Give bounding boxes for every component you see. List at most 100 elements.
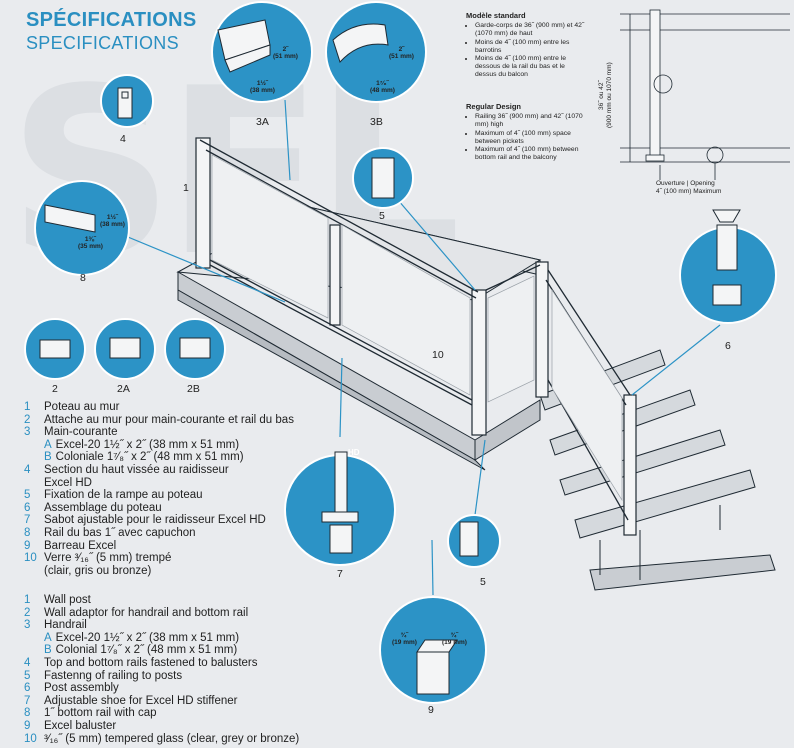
legend-en-text: Handrail: [44, 619, 87, 632]
standard-design-fr: Modèle standard Garde-corps de 36˝ (900 …: [466, 11, 586, 80]
legend-en-text: Fastenng of railing to posts: [44, 669, 183, 682]
standard-en-item: Maximum of 4˝ (100 mm) between bottom ra…: [475, 146, 586, 162]
legend-fr-text: Assemblage du poteau: [44, 501, 162, 514]
legend-en-num: 7: [24, 694, 31, 707]
opening-label: Ouverture | Opening 4˝ (100 mm) Maximum: [656, 180, 721, 196]
bottom-rail-8-icon: [44, 204, 96, 233]
standard-en-item: Maximum of 4˝ (100 mm) space between pic…: [475, 130, 586, 146]
standard-en-heading: Regular Design: [466, 102, 522, 111]
legend-en-sub-letter: A: [44, 631, 52, 644]
standard-design-en: Regular Design Railing 36˝ (900 mm) and …: [466, 102, 586, 162]
legend-en-text: Adjustable shoe for Excel HD stiffener: [44, 694, 238, 707]
dim-3b-width: 1⁷⁄₈˝ (48 mm): [370, 80, 395, 94]
legend-fr-text-cont: (clair, gris ou bronze): [44, 564, 152, 577]
legend-fr-num: 3: [24, 426, 31, 439]
legend-fr-text: Rail du bas 1˝ avec capuchon: [44, 526, 196, 539]
legend-en-num: 1: [24, 594, 31, 606]
standard-fr-item: Moins de 4˝ (100 mm) entre les barrotins: [475, 39, 586, 55]
callout-label-2a: 2A: [117, 383, 130, 395]
legend-fr-text: Sabot ajustable pour le raidisseur Excel…: [44, 514, 266, 527]
callout-label-2b: 2B: [187, 383, 200, 395]
wall-post-4-icon: [117, 87, 133, 119]
height-label-2: (900 mm ou 1070 mm): [606, 62, 613, 128]
page-title-en: SPECIFICATIONS: [26, 33, 179, 53]
part-label-10: 10: [432, 349, 444, 361]
legend-en-sub-text: Colonial 1⁷⁄₈˝ x 2˝ (48 mm x 51 mm): [55, 644, 238, 657]
legend-fr-num: 7: [24, 514, 31, 527]
standard-fr-item: Moins de 4˝ (100 mm) entre le dessous de…: [475, 55, 586, 80]
legend-en-num: 10: [24, 732, 37, 745]
callout-label-6: 6: [725, 340, 731, 352]
callout-label-4: 4: [120, 133, 126, 145]
height-dimension-label: 36˝ ou 42˝ (900 mm ou 1070 mm): [598, 62, 614, 128]
legend-en-sub-letter: B: [44, 644, 52, 657]
glass-panels: [211, 154, 623, 502]
dim-3b-height: 2˝ (51 mm): [389, 46, 414, 60]
legend-en-num: 6: [24, 682, 31, 695]
standard-en-item: Railing 36˝ (900 mm) and 42˝ (1070 mm) h…: [475, 113, 586, 129]
legend-fr-num: 1: [24, 401, 31, 413]
part-label-1: 1: [183, 182, 189, 194]
legend-fr-num: 2: [24, 413, 31, 426]
callout-label-2: 2: [52, 383, 58, 395]
legend-en-num: 8: [24, 707, 31, 720]
standard-fr-item: Garde-corps de 36˝ (900 mm) et 42˝ (1070…: [475, 22, 586, 38]
legend-fr-text: Main-courante: [44, 426, 118, 439]
legend-fr-num: 10: [24, 552, 37, 565]
legend-en-num: 3: [24, 619, 31, 632]
legend-fr-text: Fixation de la rampe au poteau: [44, 489, 203, 502]
legend-en-text: Wall post: [44, 594, 91, 606]
fastening-5a-icon: [371, 157, 395, 199]
dim-8-a: 1½˝ (38 mm): [100, 214, 125, 228]
handrail-3a-profile-icon: [217, 19, 271, 73]
legend-en-num: 4: [24, 656, 31, 669]
legend-fr-sub-text: Excel-20 1½˝ x 2˝ (38 mm x 51 mm): [55, 438, 240, 451]
legend-en-text: 1˝ bottom rail with cap: [44, 707, 157, 720]
legend-en-sub-text: Excel-20 1½˝ x 2˝ (38 mm x 51 mm): [55, 631, 240, 644]
callout-label-9: 9: [428, 704, 434, 716]
adjustable-shoe-7-icon: [321, 451, 359, 554]
legend-fr-text: Attache au mur pour main-courante et rai…: [44, 413, 294, 426]
legend-fr-num: 8: [24, 526, 31, 539]
legend-fr-text: Verre ³⁄₁₆˝ (5 mm) trempé: [44, 552, 172, 565]
callout-label-3b: 3B: [370, 116, 383, 128]
legend-en-text: Excel baluster: [44, 719, 117, 732]
wall-adaptor-2a-icon: [109, 337, 141, 359]
legend-en-text: Post assembly: [44, 682, 119, 695]
legend-fr-num: 6: [24, 501, 31, 514]
legend-fr-num: 5: [24, 489, 31, 502]
opening-label-1: Ouverture | Opening: [656, 180, 715, 187]
legend-fr-text: Barreau Excel: [44, 539, 117, 552]
dim-3a-height: 2˝ (51 mm): [273, 46, 298, 60]
legend-en-num: 9: [24, 719, 31, 732]
legend-en-num: 2: [24, 606, 31, 619]
legend-fr-sub-text: Coloniale 1⁷⁄₈˝ x 2˝ (48 mm x 51 mm): [55, 451, 244, 464]
legend-french: 1 Poteau au mur 2 Attache au mur pour main…: [24, 401, 294, 577]
opening-label-2: 4˝ (100 mm) Maximum: [656, 188, 722, 195]
standard-fr-heading: Modèle standard: [466, 11, 526, 20]
legend-en-text: ³⁄₁₆˝ (5 mm) tempered glass (clear, grey…: [44, 732, 300, 745]
legend-fr-sub-letter: B: [44, 451, 52, 464]
callout-circles: [24, 1, 777, 704]
legend-fr-num: 9: [24, 539, 31, 552]
callout-label-7: 7: [337, 568, 343, 580]
legend-fr-text: Poteau au mur: [44, 401, 120, 413]
fastening-5b-icon: [459, 521, 479, 557]
callout-label-5a: 5: [379, 210, 385, 222]
legend-fr-text: Section du haut vissée au raidisseur: [44, 463, 229, 476]
post-assembly-6-icon: [712, 209, 742, 306]
dim-3a-width: 1½˝ (38 mm): [250, 80, 275, 94]
legend-en-text: Top and bottom rails fastened to baluste…: [44, 656, 258, 669]
legend-en-num: 5: [24, 669, 31, 682]
page-title-fr: SPÉCIFICATIONS: [26, 9, 197, 31]
callout-label-5b: 5: [480, 576, 486, 588]
legend-fr-sub-letter: A: [44, 438, 52, 451]
legend-fr-text-cont: Excel HD: [44, 476, 92, 489]
legend-fr-num: 4: [24, 463, 31, 476]
side-elevation: [620, 9, 790, 180]
hd-tag: HD: [348, 448, 360, 457]
wall-adaptor-2-icon: [39, 339, 71, 359]
height-label-1: 36˝ ou 42˝: [598, 80, 605, 110]
